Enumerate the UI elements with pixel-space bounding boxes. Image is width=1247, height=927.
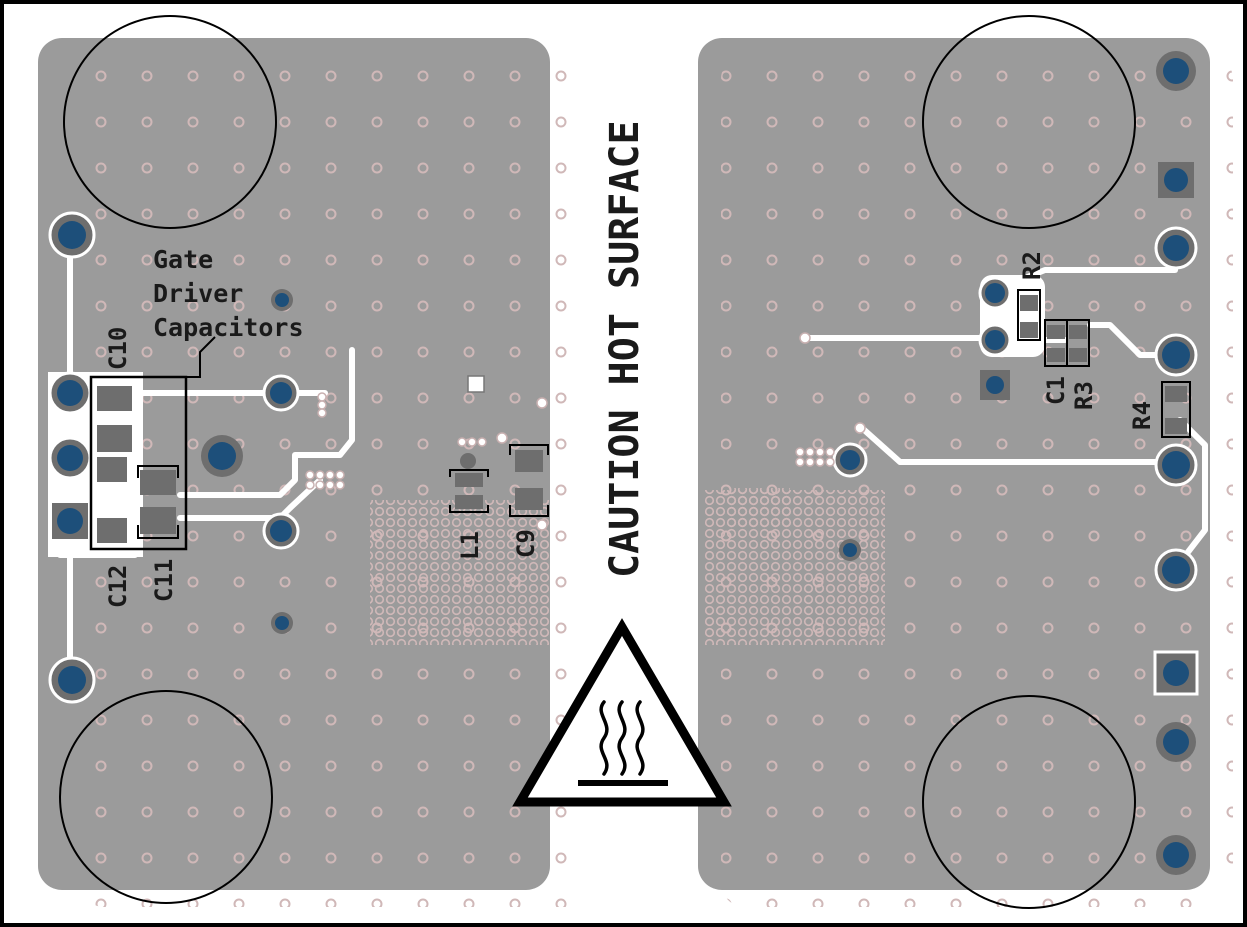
label-r2: R2 <box>1018 251 1046 280</box>
label-c1: C1 <box>1042 376 1070 405</box>
label-c12: C12 <box>104 565 132 608</box>
mounting-hole-top-left <box>63 15 277 229</box>
label-c11: C11 <box>150 559 178 602</box>
note-line-driver: Driver <box>153 279 243 308</box>
label-c9: C9 <box>512 529 540 558</box>
mounting-hole-bottom-left <box>59 690 273 904</box>
label-c10: C10 <box>104 327 132 370</box>
note-line-capacitors: Capacitors <box>153 313 304 342</box>
mounting-hole-bottom-right <box>922 695 1136 909</box>
label-r3: R3 <box>1070 381 1098 410</box>
right-copper-plane <box>698 38 1233 907</box>
gate-driver-note: Gate Driver Capacitors <box>153 245 304 342</box>
test-point <box>467 375 485 393</box>
caution-label: CAUTION HOT SURFACE <box>602 120 648 578</box>
right-small-components <box>1017 289 1191 438</box>
note-line-gate: Gate <box>153 245 213 274</box>
gate-driver-capacitors <box>89 336 216 551</box>
large-vias <box>48 51 1199 875</box>
hot-surface-warning-icon <box>512 618 732 807</box>
gate-driver-outline <box>89 375 188 551</box>
left-thermal-via-field <box>370 500 550 645</box>
via-clusters <box>305 332 866 531</box>
label-l1: L1 <box>456 531 484 560</box>
mounting-holes <box>59 15 1136 909</box>
l1-c9-components <box>449 444 549 517</box>
mounting-hole-top-right <box>922 15 1136 229</box>
label-r4: R4 <box>1128 401 1156 430</box>
